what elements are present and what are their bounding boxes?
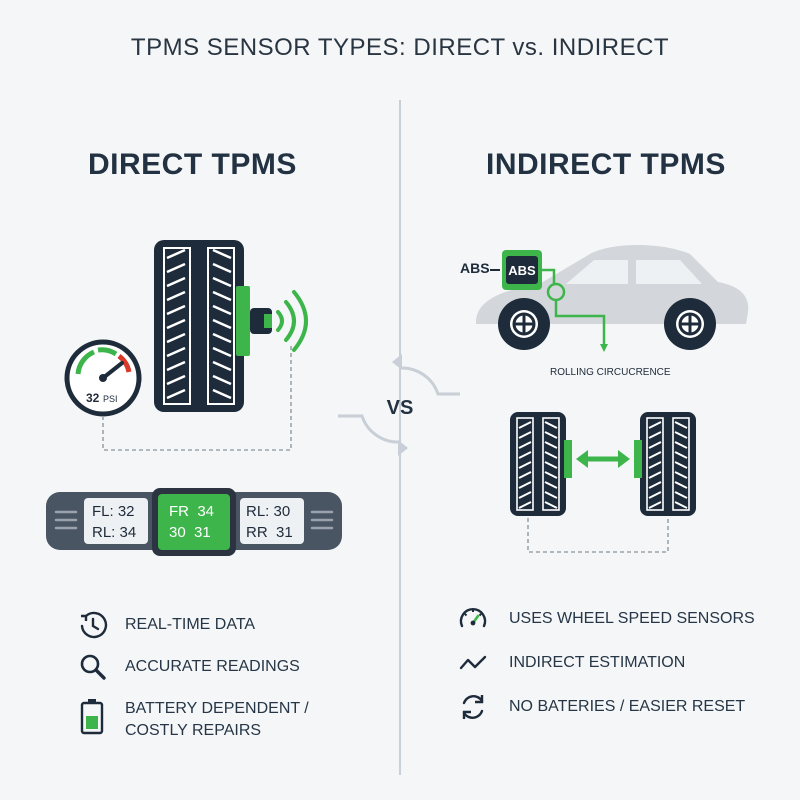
display-center-line1: FR 34 — [169, 503, 214, 520]
direct-feature-battery — [80, 698, 104, 741]
direct-feature-accurate-text: ACCURATE READINGS — [125, 658, 300, 675]
vs-badge: VS — [338, 354, 460, 456]
tire-comparison-illustration — [510, 412, 696, 553]
direct-feature-accurate — [78, 652, 108, 687]
indirect-feature-wheelspeed-text: USES WHEEL SPEED SENSORS — [509, 610, 755, 627]
abs-module-label: ABS — [508, 263, 536, 278]
center-divider — [399, 100, 401, 775]
gauge-unit: PSI — [103, 394, 118, 404]
direct-tire — [154, 240, 244, 412]
comparison-arrow-icon — [564, 440, 642, 478]
tire-right — [640, 412, 696, 516]
wheel-front — [498, 298, 550, 350]
direct-tire-illustration: 32 PSI — [64, 240, 308, 451]
page-title: TPMS SENSOR TYPES: DIRECT vs. INDIRECT — [130, 34, 670, 61]
display-center-line2: 30 31 — [169, 524, 211, 541]
indirect-feature-estimation — [458, 648, 488, 683]
tire-left — [510, 412, 566, 516]
refresh-icon — [462, 695, 484, 719]
abs-module-icon: ABS — [502, 250, 542, 290]
display-left-line2: RL: 34 — [92, 524, 136, 541]
direct-feature-realtime-text: REAL-TIME DATA — [125, 616, 256, 633]
clock-icon — [80, 611, 108, 639]
magnifier-icon — [80, 654, 106, 680]
pressure-gauge-icon: 32 PSI — [64, 339, 142, 417]
indirect-feature-reset-text: NO BATERIES / EASIER RESET — [509, 698, 746, 715]
indirect-feature-wheelspeed — [458, 604, 488, 639]
comparison-connector — [527, 518, 669, 553]
display-left-line1: FL: 32 — [92, 503, 135, 520]
abs-label: ABS — [460, 260, 490, 276]
display-right-line2: RR 31 — [246, 524, 293, 541]
tpms-sensor-icon — [236, 286, 272, 356]
gauge-value: 32 — [86, 391, 100, 405]
indirect-feature-reset — [458, 692, 488, 727]
display-right-line1: RL: 30 — [246, 503, 290, 520]
vs-label: VS — [387, 397, 414, 419]
display-grille-left — [54, 510, 78, 530]
wheel-rear — [664, 298, 716, 350]
battery-icon — [80, 699, 104, 735]
direct-feature-realtime — [78, 610, 108, 645]
speedometer-icon — [459, 608, 487, 628]
indirect-car-illustration: ABS ABS ROLLING CIRCUCRENCE — [460, 245, 749, 378]
direct-heading: DIRECT TPMS — [88, 148, 297, 181]
direct-feature-battery-text: BATTERY DEPENDENT / COSTLY REPAIRS — [125, 700, 309, 739]
wave-icon — [459, 655, 487, 670]
abs-wiring — [542, 268, 606, 344]
rolling-circumference-label: ROLLING CIRCUCRENCE — [550, 367, 671, 378]
signal-waves-icon — [276, 290, 308, 352]
dashboard-display: FL: 32 RL: 34 FR 34 30 31 RL: 30 RR 31 — [46, 488, 342, 556]
display-grille-right — [310, 510, 334, 530]
connector-line — [102, 346, 292, 451]
indirect-feature-estimation-text: INDIRECT ESTIMATION — [509, 654, 686, 671]
indirect-heading: INDIRECT TPMS — [486, 148, 726, 181]
